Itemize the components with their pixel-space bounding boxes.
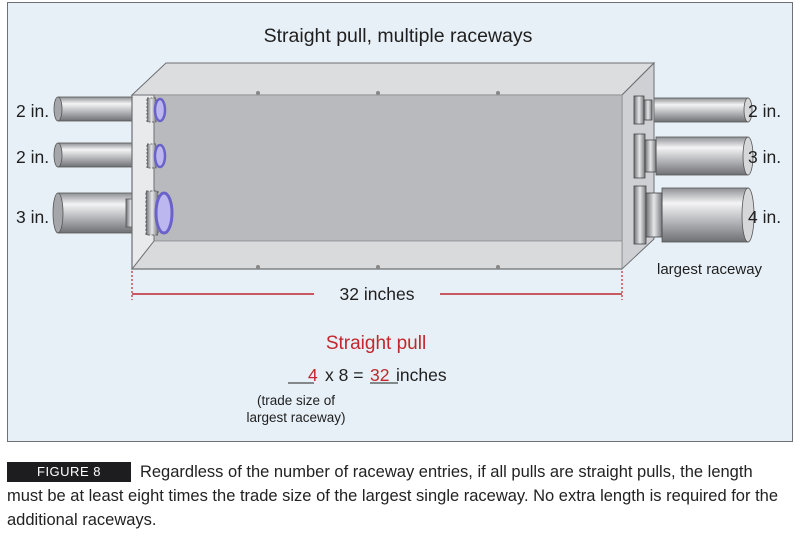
right-label-top: 2 in.: [748, 101, 781, 121]
right-conduit-4in-bottom: [661, 187, 749, 243]
formula-note-line2: largest raceway): [246, 410, 345, 425]
left-conduit-end: [52, 192, 64, 234]
dimension-label: 32 inches: [340, 284, 415, 304]
right-raceways: [649, 97, 755, 243]
formula-unit: inches: [396, 365, 447, 385]
box-interior: [153, 94, 623, 242]
locknut: [633, 95, 645, 125]
formula-result: 32: [370, 365, 389, 385]
dimension-line: [131, 271, 623, 300]
bushing-ring: [154, 191, 174, 235]
formula-note-line1: (trade size of: [257, 393, 335, 408]
left-raceways: [52, 96, 137, 234]
left-conduit-end: [53, 142, 63, 168]
left-label-top: 2 in.: [16, 101, 49, 121]
left-conduit-3in-bottom: [57, 192, 133, 234]
bushing-ring: [153, 143, 167, 169]
screw-hole: [256, 265, 260, 269]
locknut: [644, 139, 657, 173]
locknut: [633, 133, 646, 179]
bushing-ring: [153, 97, 167, 123]
right-locknuts: [633, 95, 663, 245]
right-conduit-end: [741, 187, 755, 243]
figure-panel: Straight pull, multiple raceways: [7, 2, 793, 442]
diagram-title: Straight pull, multiple raceways: [264, 25, 533, 47]
right-conduit-end: [742, 136, 754, 176]
locknut: [643, 99, 653, 121]
caption-text: Regardless of the number of raceway entr…: [7, 463, 779, 529]
left-bushings: [145, 97, 174, 236]
right-conduit-end: [743, 97, 753, 123]
formula-trade-size: 4: [308, 365, 318, 385]
left-conduit-2in-top: [57, 96, 137, 122]
right-conduit-3in-middle: [655, 136, 749, 176]
screw-hole: [256, 91, 260, 95]
screw-hole: [376, 265, 380, 269]
right-label-middle: 3 in.: [748, 147, 781, 167]
left-conduit-end: [53, 96, 63, 122]
left-label-bottom: 3 in.: [16, 207, 49, 227]
screw-hole: [376, 91, 380, 95]
right-conduit-2in-top: [649, 97, 749, 123]
formula-heading: Straight pull: [326, 333, 426, 354]
box-top-rim: [130, 62, 656, 96]
screw-hole: [496, 91, 500, 95]
left-conduit-2in-middle: [57, 142, 137, 168]
figure-number-badge: FIGURE 8: [7, 462, 131, 482]
right-label-bottom: 4 in.: [748, 207, 781, 227]
screw-hole: [496, 265, 500, 269]
left-label-middle: 2 in.: [16, 147, 49, 167]
largest-raceway-note: largest raceway: [657, 261, 763, 278]
locknut: [633, 185, 647, 245]
pull-box: [130, 61, 656, 271]
locknut: [645, 192, 663, 238]
box-floor: [131, 240, 623, 270]
pull-box-diagram: Straight pull, multiple raceways: [16, 25, 781, 425]
formula-multiplier: x 8 =: [325, 365, 363, 385]
